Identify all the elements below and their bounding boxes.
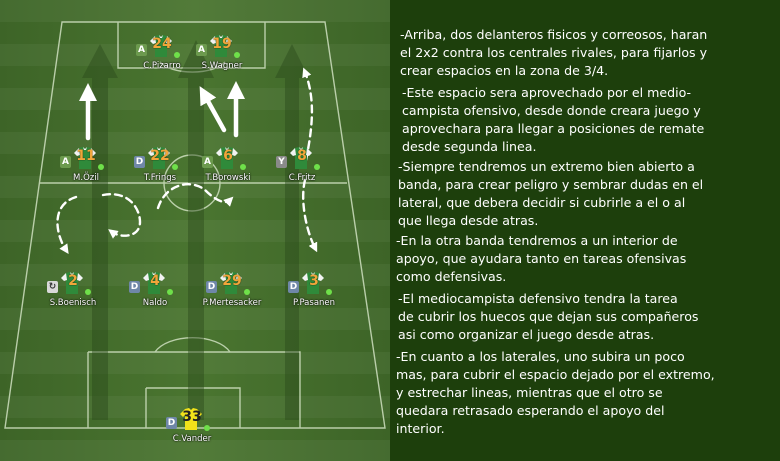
fitness-dot <box>326 289 332 295</box>
fitness-dot <box>314 164 320 170</box>
instruction-fullbacks: -En cuanto a los laterales, uno subira u… <box>396 349 715 436</box>
role-badge: D <box>166 417 177 429</box>
shirt-number: 8 <box>297 148 307 164</box>
shirt-icon <box>290 147 312 169</box>
shirt-number: 22 <box>150 148 170 164</box>
fitness-dot <box>244 289 250 295</box>
shirt-icon <box>302 272 324 294</box>
instruction-attacking-mid: -Este espacio sera aprovechado por el me… <box>402 85 705 154</box>
role-badge: A <box>196 44 207 56</box>
shirt-number: 6 <box>223 148 233 164</box>
shirt-number: 3 <box>309 273 319 289</box>
instruction-interior: -En la otra banda tendremos a un interio… <box>396 233 687 284</box>
shirt-icon <box>180 408 202 430</box>
shirt-icon <box>74 147 96 169</box>
shirt-number: 33 <box>182 409 202 425</box>
role-badge: D <box>129 281 140 293</box>
shirt-icon <box>61 272 83 294</box>
player-name: P.Pasanen <box>292 298 336 308</box>
role-badge: A <box>60 156 71 168</box>
fitness-dot <box>167 289 173 295</box>
player-name: P.Mertesacker <box>202 298 262 308</box>
role-badge: D <box>134 156 145 168</box>
role-badge: A <box>136 44 147 56</box>
run-arrows <box>56 67 318 254</box>
shirt-icon <box>150 35 172 57</box>
shirt-icon <box>148 147 170 169</box>
role-badge: A <box>202 156 213 168</box>
player-name: C.Vander <box>172 434 212 444</box>
movement-arrows <box>79 81 245 141</box>
shirt-number: 2 <box>68 273 78 289</box>
fitness-dot <box>240 164 246 170</box>
instruction-defensive-mid: -El mediocampista defensivo tendra la ta… <box>398 291 699 342</box>
fitness-dot <box>234 52 240 58</box>
fitness-dot <box>98 164 104 170</box>
shirt-icon <box>216 147 238 169</box>
instruction-strikers: -Arriba, dos delanteros fisicos y correo… <box>400 27 708 78</box>
instruction-winger: -Siempre tendremos un extremo bien abier… <box>398 159 704 228</box>
role-badge: Y <box>276 156 287 168</box>
shirt-number: 11 <box>76 148 96 164</box>
fitness-dot <box>204 425 210 431</box>
player-name: S.Boenisch <box>49 298 97 308</box>
role-badge: D <box>206 281 217 293</box>
player-name: C.Fritz <box>288 173 316 183</box>
shirt-number: 19 <box>212 36 232 52</box>
shirt-number: 24 <box>152 36 172 52</box>
role-badge: D <box>288 281 299 293</box>
shirt-number: 29 <box>222 273 242 289</box>
pitch-graphic <box>0 0 390 461</box>
player-name: C.Pizarro <box>143 61 181 71</box>
fitness-dot <box>85 289 91 295</box>
player-name: T.Borowski <box>205 173 251 183</box>
shirt-icon <box>220 272 242 294</box>
instructions-panel: -Arriba, dos delanteros fisicos y correo… <box>390 0 780 461</box>
player-boenisch[interactable]: 2 ↻ S.Boenisch <box>23 271 123 311</box>
player-name: Naldo <box>142 298 168 308</box>
player-name: T.Frings <box>143 173 177 183</box>
player-name: M.Özil <box>73 173 99 183</box>
swap-icon: ↻ <box>47 281 58 293</box>
channel-arrows <box>82 40 309 420</box>
fitness-dot <box>172 164 178 170</box>
fitness-dot <box>174 52 180 58</box>
shirt-icon <box>143 272 165 294</box>
shirt-number: 4 <box>150 273 160 289</box>
shirt-icon <box>210 35 232 57</box>
player-name: S.Wagner <box>201 61 243 71</box>
